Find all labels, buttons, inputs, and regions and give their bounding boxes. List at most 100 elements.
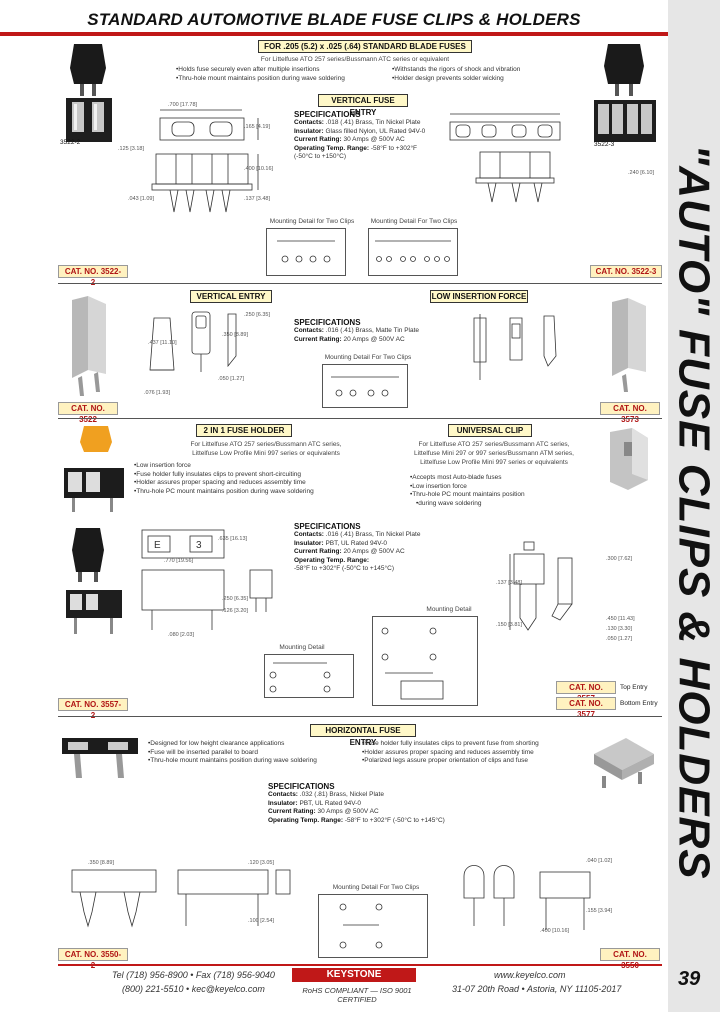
bullet: Withstands the rigors of shock and vibra… — [392, 66, 572, 75]
description-line: Littelfuse Low Profile Mini 997 series o… — [420, 459, 568, 466]
dimension-label: .125 [3.18] — [118, 146, 144, 152]
section4-bullets-right: Fuse holder fully insulates clips to pre… — [362, 740, 570, 766]
drawing-3522 — [140, 306, 280, 396]
product-photo-3573 — [598, 292, 660, 400]
mounting-detail-title: Mounting Detail — [426, 606, 472, 613]
drawing-3550 — [454, 852, 614, 946]
product-photo-3557-2-bottom — [58, 526, 130, 644]
product-photo-3522-2 — [58, 40, 120, 152]
bullet: Designed for low height clearance applic… — [148, 740, 358, 749]
mounting-detail — [318, 894, 428, 958]
side-title: "AUTO" FUSE CLIPS & HOLDERS — [670, 144, 720, 880]
dimension-label: .076 [1.93] — [144, 390, 170, 396]
dimension-label: .043 [1.09] — [128, 196, 154, 202]
mounting-detail-universal — [372, 616, 478, 706]
mounting-detail-title: Mounting Detail — [279, 644, 325, 651]
bullet: Accepts most Auto-blade fuses — [410, 474, 590, 483]
section1-specs: SPECIFICATIONS Contacts: .018 (.41) Bras… — [294, 110, 464, 162]
dimension-label: .250 [6.35] — [244, 312, 270, 318]
section1-subtitle: For Littelfuse ATO 257 series/Bussmann A… — [260, 56, 450, 63]
footer-address: 31-07 20th Road • Astoria, NY 11105-2017 — [452, 984, 622, 994]
2-in-1-fuse-holder-title: 2 IN 1 FUSE HOLDER — [196, 424, 292, 437]
dimension-label: .437 [11.10] — [148, 340, 177, 346]
dimension-label: .770 [19.56] — [164, 558, 194, 564]
dimension-label: .130 [3.30] — [606, 626, 632, 632]
cat-no-3522: CAT. NO. 3522 — [58, 402, 118, 424]
bullet: Low insertion force — [410, 483, 590, 492]
dimension-label: .635 [16.13] — [218, 536, 248, 542]
description-line: Littelfuse Mini 297 or 997 series/Bussma… — [414, 450, 574, 457]
mounting-detail-title: Mounting Detail For Two Clips — [324, 354, 412, 361]
dimension-label: .400 [10.16] — [244, 166, 274, 172]
dimension-label: .300 [7.62] — [606, 556, 632, 562]
dimension-label: .400 [10.16] — [540, 928, 570, 934]
bullet: Fuse will be inserted parallel to board — [148, 749, 358, 758]
specs-title: SPECIFICATIONS — [294, 110, 361, 119]
product-photo-3550 — [586, 724, 660, 796]
section1-bullets-right: Withstands the rigors of shock and vibra… — [392, 66, 572, 83]
footer-web[interactable]: www.keyelco.com — [494, 970, 566, 980]
section1-bullets-left: Holds fuse securely even after multiple … — [176, 66, 386, 83]
drawing-3522-2 — [132, 104, 302, 224]
bottom-entry-note: Bottom Entry — [620, 700, 658, 707]
dimension-label: .050 [1.27] — [218, 376, 244, 382]
bullet: Fuse holder fully insulates clips to pre… — [362, 740, 570, 749]
mounting-detail-2in1 — [264, 654, 354, 698]
dimension-label: .165 [4.19] — [244, 124, 270, 130]
cat-no-3550: CAT. NO. 3550 — [600, 948, 660, 970]
bullet: Thru-hole mount maintains position durin… — [148, 757, 358, 766]
mounting-detail-right — [368, 228, 458, 276]
product-photo-3522-3 — [590, 40, 660, 152]
footer-phone: Tel (718) 956-8900 • Fax (718) 956-9040 — [112, 970, 275, 980]
title-rule — [0, 32, 668, 36]
svg-text:E: E — [154, 540, 161, 551]
dimension-label: .137 [3.48] — [496, 580, 522, 586]
specs-title: SPECIFICATIONS — [294, 318, 361, 327]
mounting-detail — [322, 364, 408, 408]
dimension-label: .450 [11.43] — [606, 616, 635, 622]
mounting-detail-title: Mounting Detail for Two Clips — [269, 218, 355, 225]
dimension-label: .120 [3.05] — [248, 860, 274, 866]
cat-no-3522-3: CAT. NO. 3522-3 — [590, 265, 662, 278]
footer-compliance: RoHS COMPLIANT — ISO 9001 CERTIFIED — [302, 986, 412, 1004]
footer-tollfree: (800) 221-5510 • kec@keyelco.com — [122, 984, 265, 994]
photo-label: 3522-2 — [60, 139, 81, 146]
dimension-label: .700 [17.78] — [168, 102, 198, 108]
drawing-3557 — [480, 538, 620, 648]
section2-specs: SPECIFICATIONS Contacts: .016 (.41) Bras… — [294, 318, 444, 344]
svg-text:3: 3 — [196, 540, 202, 551]
section-divider — [58, 418, 662, 419]
dimension-label: .050 [1.27] — [606, 636, 632, 642]
specs-title: SPECIFICATIONS — [268, 782, 335, 791]
universal-clip-title: UNIVERSAL CLIP — [448, 424, 532, 437]
2-in-1-description: For Littelfuse ATO 257 series/Bussmann A… — [146, 440, 386, 458]
bullet: Holder design prevents solder wicking — [392, 75, 572, 84]
section4-specs: SPECIFICATIONS Contacts: .032 (.81) Bras… — [268, 782, 468, 825]
product-photo-3550-2 — [58, 728, 142, 784]
vertical-entry-title: VERTICAL ENTRY — [190, 290, 272, 303]
dimension-label: .350 [8.89] — [222, 332, 248, 338]
bullet: Fuse holder fully insulates clips to pre… — [134, 471, 384, 480]
cat-no-3522-2: CAT. NO. 3522-2 — [58, 265, 128, 287]
dimension-label: .240 [6.10] — [628, 170, 654, 176]
dimension-label: .040 [1.02] — [586, 858, 612, 864]
dimension-label: .126 [3.20] — [222, 608, 248, 614]
drawing-3557-2: E 3 — [138, 526, 288, 646]
dimension-label: .350 [8.89] — [88, 860, 114, 866]
top-entry-note: Top Entry — [620, 684, 648, 691]
section4-bullets-left: Designed for low height clearance applic… — [148, 740, 358, 766]
description-line: For Littelfuse ATO 257 series/Bussmann A… — [418, 441, 570, 448]
bullet: Low insertion force — [134, 462, 384, 471]
bullet: Holder assures proper spacing and reduce… — [134, 479, 384, 488]
low-insertion-force-title: LOW INSERTION FORCE — [430, 290, 528, 303]
bullet: Thru-hole PC mount maintains position — [410, 491, 590, 500]
page-title: STANDARD AUTOMOTIVE BLADE FUSE CLIPS & H… — [87, 10, 581, 29]
product-photo-3557 — [598, 424, 660, 496]
section1-header: FOR .205 (5.2) x .025 (.64) STANDARD BLA… — [258, 40, 472, 53]
vertical-fuse-entry-title: VERTICAL FUSE ENTRY — [318, 94, 408, 117]
footer-rule — [58, 964, 662, 966]
mounting-detail-left — [266, 228, 346, 276]
drawing-3550-2 — [66, 856, 306, 946]
dimension-label: .150 [3.81] — [496, 622, 522, 628]
description-line: For Littelfuse ATO 257 series/Bussmann A… — [190, 441, 342, 448]
